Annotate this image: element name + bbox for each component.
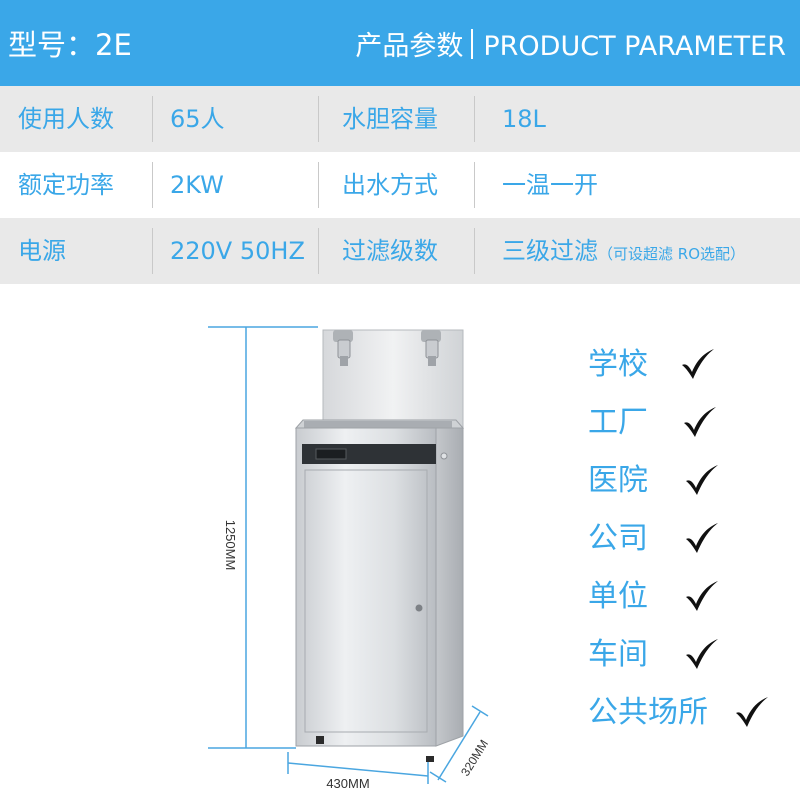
title-divider <box>471 29 474 59</box>
use-case-label: 公司 <box>588 521 648 556</box>
cabinet-side <box>435 427 464 747</box>
use-case-item: 车间 <box>588 635 718 675</box>
check-icon <box>686 523 718 553</box>
param-key: 过滤级数 <box>342 237 438 265</box>
param-key: 使用人数 <box>18 105 114 133</box>
use-case-item: 公共场所 <box>588 693 768 733</box>
model-label: 型号：2E <box>8 28 132 62</box>
cell-divider <box>318 162 319 208</box>
check-icon <box>736 697 768 727</box>
use-case-label: 医院 <box>588 463 648 498</box>
check-icon <box>684 407 716 437</box>
check-icon <box>686 581 718 611</box>
cell-divider <box>152 228 153 274</box>
width-dimension: 430MM <box>287 752 429 791</box>
cell-divider <box>474 228 475 274</box>
faucet-left-icon <box>333 330 353 366</box>
check-icon <box>686 465 718 495</box>
param-key: 额定功率 <box>18 171 114 199</box>
param-note: （可设超滤 RO选配） <box>598 245 745 263</box>
param-value-text: 三级过滤 <box>502 237 598 265</box>
param-value: 220V 50HZ <box>170 237 305 265</box>
param-key: 电源 <box>18 237 66 265</box>
cell-divider <box>318 228 319 274</box>
param-row: 额定功率 2KW 出水方式 一温一开 <box>0 152 800 218</box>
depth-label: 320MM <box>458 737 491 778</box>
param-value-text: 18L <box>502 105 546 133</box>
header-banner: 型号：2E 产品参数 PRODUCT PARAMETER <box>0 0 800 86</box>
param-row: 电源 220V 50HZ 过滤级数 三级过滤（可设超滤 RO选配） <box>0 218 800 284</box>
section-title: 产品参数 PRODUCT PARAMETER <box>355 24 786 63</box>
height-label: 1250MM <box>223 520 238 571</box>
use-case-item: 工厂 <box>588 403 716 443</box>
cell-divider <box>152 96 153 142</box>
cabinet-body <box>295 427 437 747</box>
faucet-right-icon <box>421 330 441 366</box>
width-label: 430MM <box>326 776 369 791</box>
lock-icon <box>415 604 423 612</box>
param-value: 65人 <box>170 105 225 133</box>
param-row: 使用人数 65人 水胆容量 18L <box>0 86 800 152</box>
product-illustration: 1250MM 430MM 320MM <box>208 326 491 791</box>
cell-divider <box>474 162 475 208</box>
use-case-label: 工厂 <box>588 405 648 440</box>
param-value: 一温一开 <box>502 152 598 218</box>
param-value: 18L <box>502 86 546 152</box>
use-case-item: 医院 <box>588 461 718 501</box>
use-case-item: 单位 <box>588 577 718 617</box>
cell-divider <box>152 162 153 208</box>
cell-divider <box>474 96 475 142</box>
check-icon <box>686 639 718 669</box>
cell-divider <box>318 96 319 142</box>
use-case-label: 学校 <box>588 347 648 382</box>
use-case-label: 车间 <box>588 637 648 672</box>
param-value: 2KW <box>170 171 224 199</box>
title-en: PRODUCT PARAMETER <box>483 31 786 62</box>
height-dimension: 1250MM <box>208 326 318 749</box>
param-key: 水胆容量 <box>342 105 438 133</box>
param-key: 出水方式 <box>342 171 438 199</box>
check-icon <box>682 349 714 379</box>
cabinet-door <box>304 469 428 733</box>
param-value: 三级过滤（可设超滤 RO选配） <box>502 218 745 284</box>
use-case-label: 公共场所 <box>588 695 708 730</box>
use-case-item: 公司 <box>588 519 718 559</box>
use-case-item: 学校 <box>588 345 714 385</box>
title-cn: 产品参数 <box>355 31 464 62</box>
use-case-label: 单位 <box>588 579 648 614</box>
param-value-text: 一温一开 <box>502 171 598 199</box>
